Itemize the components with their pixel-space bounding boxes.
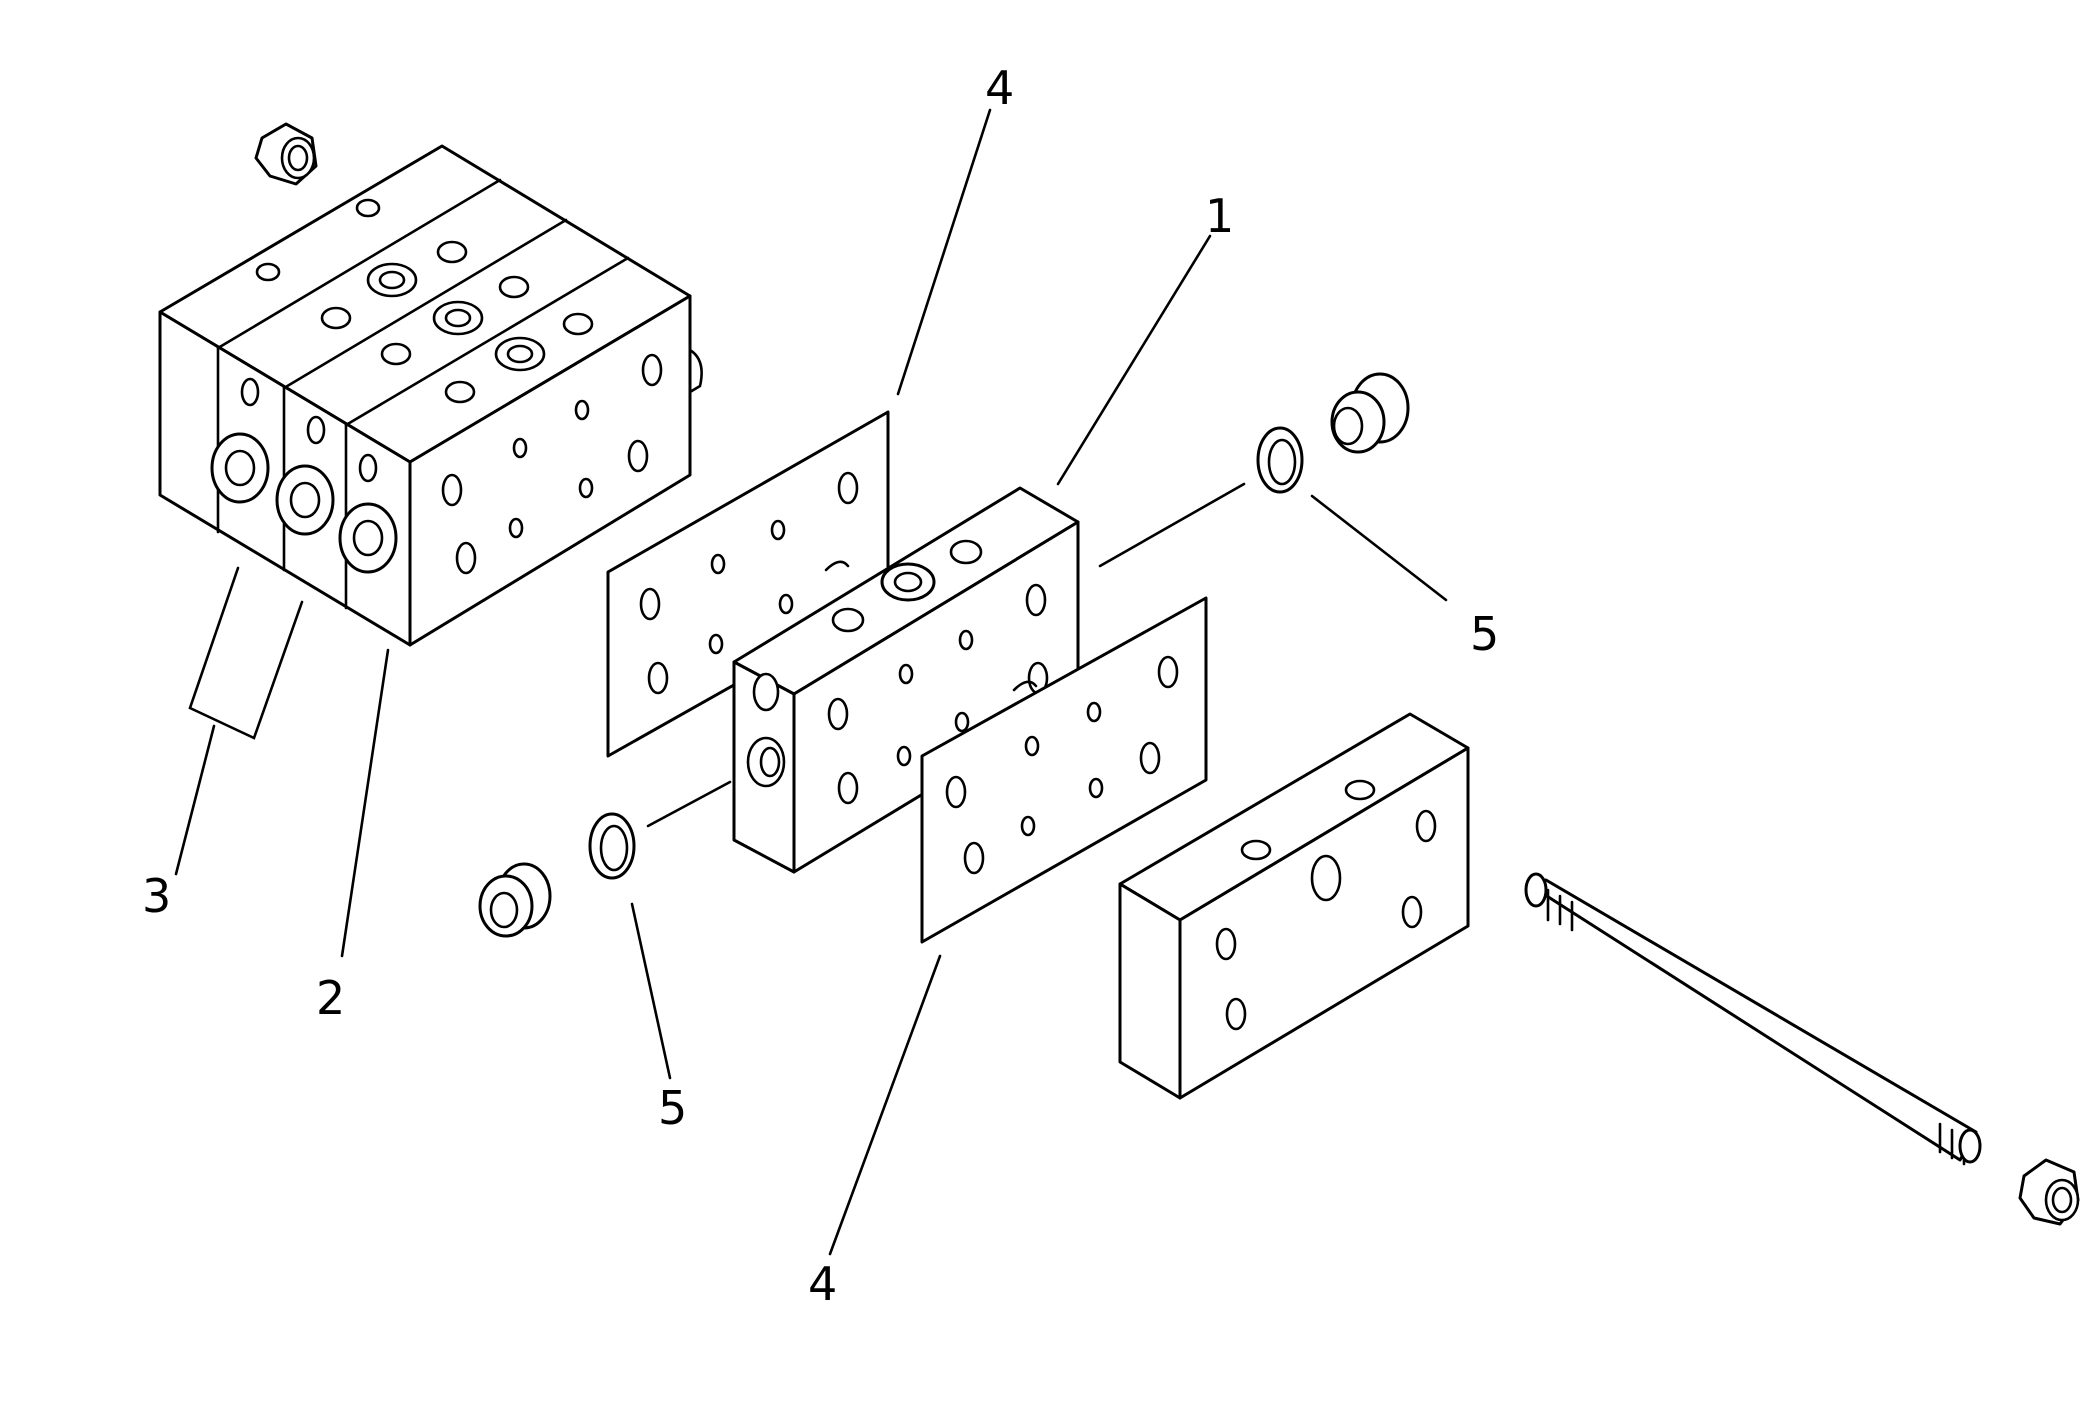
valve-section [732, 486, 1080, 874]
nut-bottom-right [2018, 1158, 2080, 1226]
valve-stack-assembly [158, 144, 703, 647]
leader-3 [174, 724, 216, 876]
end-cover [1118, 712, 1470, 1100]
nut-top-left [254, 122, 318, 186]
callout-5-left: 5 [658, 1081, 687, 1135]
leader-5-left [630, 902, 672, 1080]
callout-4-top: 4 [985, 61, 1014, 115]
gasket-upper [606, 410, 890, 758]
callout-3: 3 [142, 869, 171, 923]
leader-2 [340, 648, 390, 958]
tie-stud [1524, 872, 1982, 1166]
guide-line-right [1098, 482, 1246, 568]
plug-lower-left [478, 862, 552, 938]
plug-upper-right [1330, 372, 1410, 454]
gasket-lower [920, 596, 1208, 944]
leader-4-bottom [828, 954, 942, 1256]
guide-line-left [646, 780, 732, 828]
leader-1 [1056, 234, 1212, 486]
callout-5-right: 5 [1470, 607, 1499, 661]
callout-1: 1 [1205, 189, 1234, 243]
leader-4-top [896, 108, 992, 396]
callout-2: 2 [316, 971, 345, 1025]
o-ring-right [1256, 426, 1304, 494]
callout-4-bottom: 4 [808, 1257, 837, 1311]
o-ring-left [588, 812, 636, 880]
leader-5-right [1310, 494, 1448, 602]
sub-assembly-bracket [188, 566, 304, 740]
